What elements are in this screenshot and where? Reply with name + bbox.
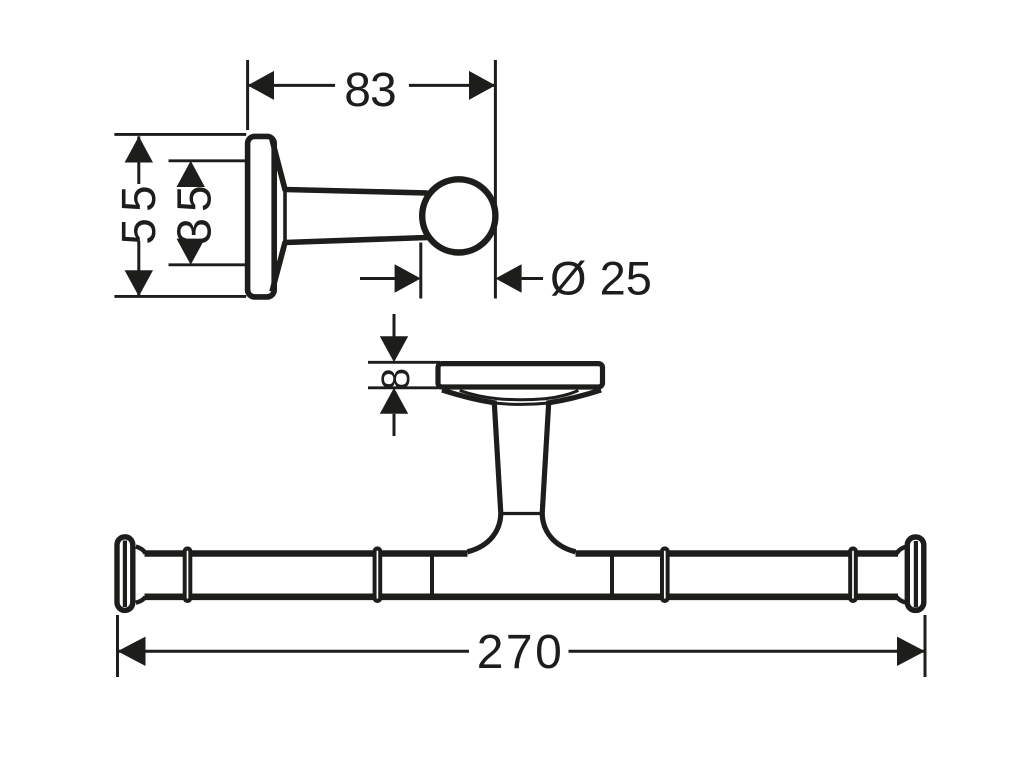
svg-text:270: 270	[477, 626, 565, 679]
svg-text:Ø 25: Ø 25	[550, 252, 652, 305]
svg-text:83: 83	[344, 64, 395, 117]
svg-text:55: 55	[113, 179, 166, 244]
svg-text:8: 8	[374, 368, 418, 390]
svg-text:35: 35	[169, 179, 222, 244]
